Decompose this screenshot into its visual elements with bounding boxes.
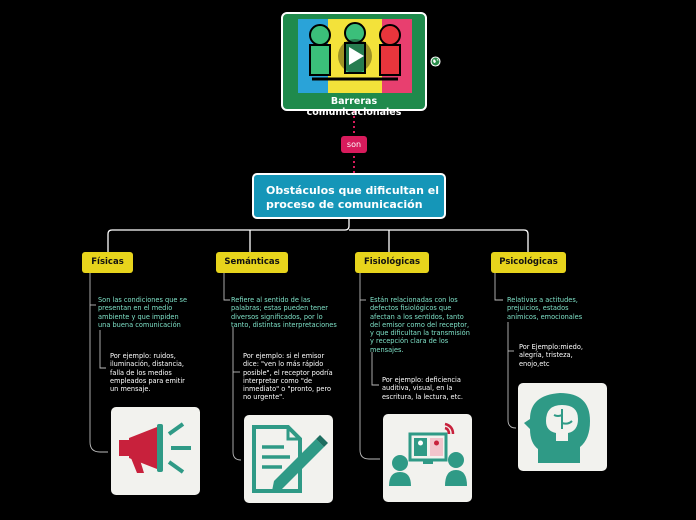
semanticas-description[interactable]: Refiere al sentido de las palabras; esta… — [231, 296, 337, 329]
psicologicas-example[interactable]: Por Ejemplo:miedo, alegría, tristeza, en… — [519, 343, 583, 368]
fisiologicas-example[interactable]: Por ejemplo: deficiencia auditiva, visua… — [382, 376, 463, 401]
fisicas-image-card[interactable] — [111, 407, 200, 495]
fisiologicas-image-card[interactable] — [383, 414, 472, 502]
relationship-label[interactable]: son — [341, 136, 367, 153]
root-topic-title: Barreras comunicacionales — [306, 96, 402, 118]
psicologicas-image-card[interactable] — [518, 383, 607, 471]
category-fisiologicas[interactable]: Fisiológicas — [355, 252, 429, 273]
category-psicologicas[interactable]: Psicológicas — [491, 252, 566, 273]
category-fisicas[interactable]: Físicas — [82, 252, 133, 273]
semanticas-image-card[interactable] — [244, 415, 333, 503]
root-topic-node[interactable]: Barreras comunicacionales — [281, 12, 427, 118]
video-call-people-icon — [389, 422, 467, 486]
document-pen-icon — [252, 425, 328, 493]
main-topic-line-1: Obstáculos que dificultan el — [266, 184, 439, 197]
root-topic-image[interactable] — [298, 19, 412, 93]
fisiologicas-description[interactable]: Están relacionadas con los defectos fisi… — [370, 296, 470, 354]
main-topic-node[interactable]: Obstáculos que dificultan el proceso de … — [252, 173, 446, 219]
psicologicas-description[interactable]: Relativas a actitudes, prejuicios, estad… — [507, 296, 583, 321]
main-topic-line-2: proceso de comunicación — [266, 198, 423, 211]
fisicas-example[interactable]: Por ejemplo: ruidos, iluminación, distan… — [110, 352, 185, 394]
head-brain-icon — [524, 393, 590, 463]
megaphone-icon — [119, 422, 191, 474]
semanticas-example[interactable]: Por ejemplo: si el emisor dice: "ven lo … — [243, 352, 333, 402]
category-semanticas[interactable]: Semánticas — [216, 252, 288, 273]
globe-icon[interactable] — [430, 56, 441, 67]
fisicas-description[interactable]: Son las condiciones que se presentan en … — [98, 296, 188, 329]
